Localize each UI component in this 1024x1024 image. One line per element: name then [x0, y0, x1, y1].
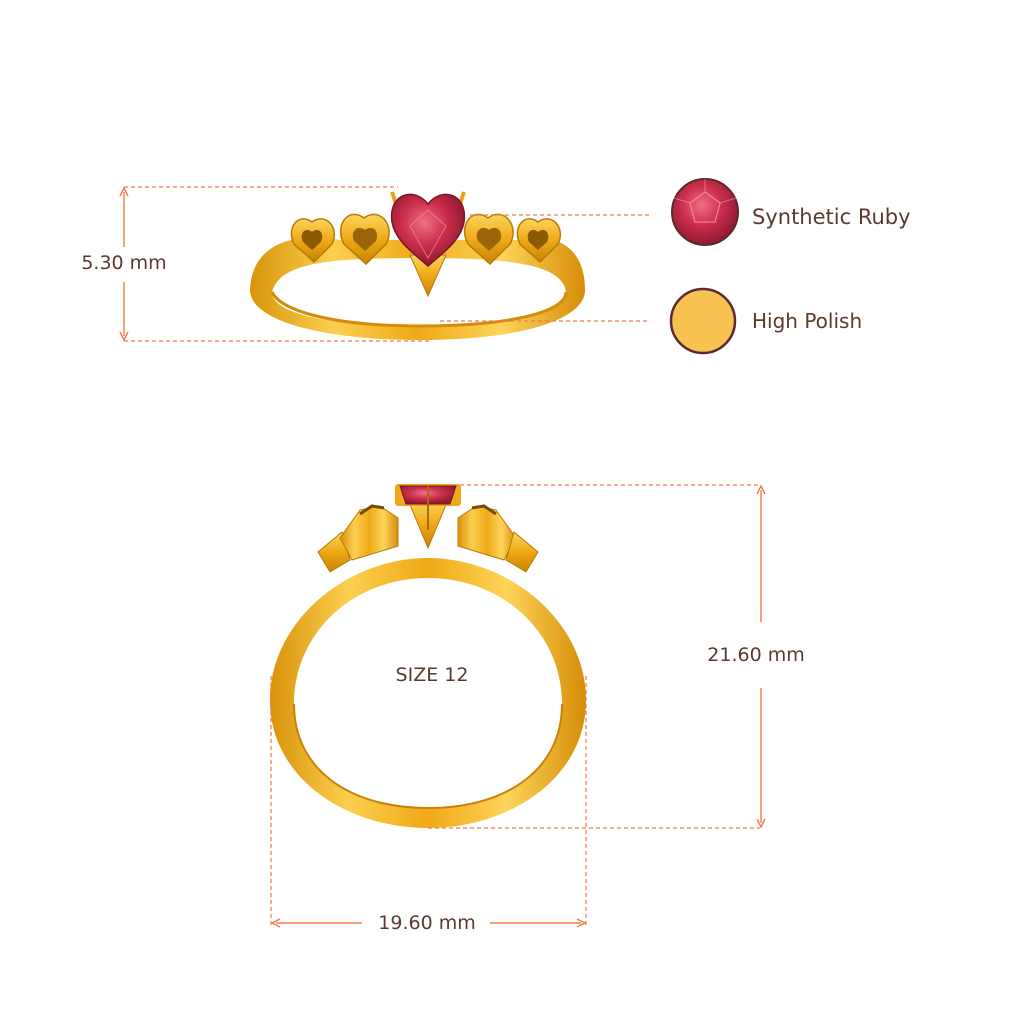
top-height-label: 5.30 mm — [81, 252, 166, 274]
ring-band-front — [270, 558, 586, 828]
front-width-dimension: 19.60 mm — [270, 676, 587, 934]
legend: Synthetic Ruby High Polish — [669, 178, 911, 355]
side-charms-front — [317, 504, 539, 573]
ring-front-view — [270, 484, 586, 828]
legend-label-polish: High Polish — [752, 309, 862, 333]
ruby-gem-icon — [671, 178, 739, 246]
front-height-dimension: 21.60 mm — [428, 484, 805, 829]
heart-charm-left-inner — [339, 213, 390, 266]
ring-band-inner — [272, 258, 566, 326]
heart-charm-right-outer — [516, 218, 561, 264]
front-height-label: 21.60 mm — [707, 644, 804, 666]
heart-ruby-stone-top — [390, 193, 466, 267]
heart-charm-left-outer — [290, 218, 335, 264]
front-width-label: 19.60 mm — [378, 912, 475, 934]
ring-size-label: SIZE 12 — [396, 664, 469, 686]
ring-top-view — [250, 191, 585, 340]
polish-swatch-icon — [669, 287, 737, 355]
top-height-dimension: 5.30 mm — [81, 186, 430, 342]
legend-label-ruby: Synthetic Ruby — [752, 205, 911, 229]
